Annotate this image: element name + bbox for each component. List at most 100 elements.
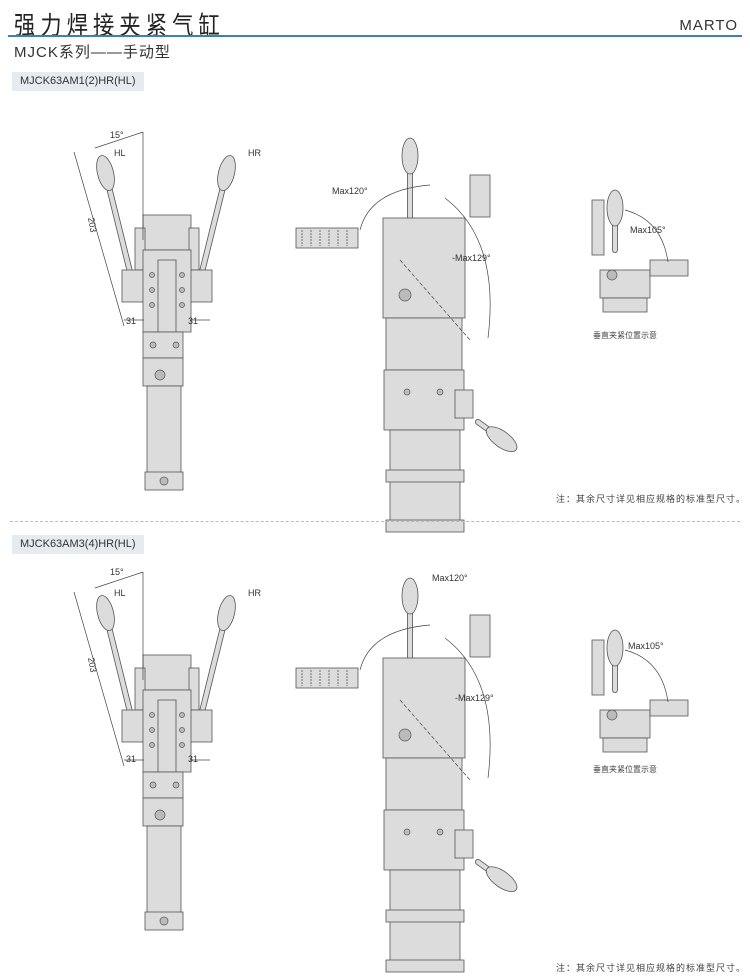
handle-hl-knob xyxy=(96,155,115,192)
bolt-icon xyxy=(149,302,155,308)
vertical-clamp-caption: 垂直夹紧位置示意 xyxy=(593,764,657,774)
tie-band-bottom xyxy=(385,519,465,533)
hr-label: HR xyxy=(248,588,261,598)
handle-grip-ghost xyxy=(469,614,491,658)
max120-arc xyxy=(359,184,431,231)
max120-arc xyxy=(359,624,431,671)
length-203-label: 203 xyxy=(86,217,98,234)
handle-vertical-small-knob xyxy=(606,629,624,667)
head-block xyxy=(142,214,192,251)
bolt-icon xyxy=(149,272,155,278)
side-lower xyxy=(383,369,465,431)
bolt-icon xyxy=(179,287,185,293)
angle-15-label: 15° xyxy=(110,130,124,140)
vertical-grip xyxy=(591,639,605,696)
bolt-icon xyxy=(149,287,155,293)
handle-horizontal xyxy=(295,227,359,249)
vertical-grip xyxy=(591,199,605,256)
hr-mount xyxy=(189,269,213,303)
handle-hl-knob xyxy=(96,595,115,632)
model-label-2: MJCK63AM3(4)HR(HL) xyxy=(12,535,144,554)
bolt-icon xyxy=(149,781,157,789)
handle-vertical-knob xyxy=(401,577,419,615)
hl-label: HL xyxy=(114,148,126,158)
head-block xyxy=(142,654,192,691)
tie-band-top xyxy=(385,469,465,483)
pivot-icon xyxy=(398,288,412,302)
hr-label: HR xyxy=(248,148,261,158)
handle-horizontal xyxy=(295,667,359,689)
bolt-icon xyxy=(179,742,185,748)
bolt-icon xyxy=(403,828,411,836)
header-rule xyxy=(8,35,742,37)
model-label-1: MJCK63AM1(2)HR(HL) xyxy=(12,72,144,91)
max105-arc xyxy=(624,209,669,263)
max105-label: Max105° xyxy=(628,641,664,651)
hl-mount xyxy=(121,709,145,743)
port-icon xyxy=(154,369,166,381)
max129-label: -Max129° xyxy=(452,253,491,263)
dim-31-right: 31 xyxy=(188,754,198,764)
side-lower xyxy=(383,809,465,871)
handle-vertical-small-knob xyxy=(606,189,624,227)
angle-leader xyxy=(94,571,144,589)
hl-label: HL xyxy=(114,588,126,598)
dim-203-line xyxy=(73,591,125,767)
bolt-icon xyxy=(179,712,185,718)
side-mid xyxy=(385,317,463,371)
side-hr-mount xyxy=(454,389,474,419)
section-separator xyxy=(10,521,740,522)
cylinder-tube xyxy=(146,825,182,922)
dim-31-left: 31 xyxy=(126,316,136,326)
clamp-arm xyxy=(157,699,177,773)
port-icon xyxy=(159,476,169,486)
bolt-icon xyxy=(172,341,180,349)
handle-vertical-knob xyxy=(401,137,419,175)
hr-mount xyxy=(189,709,213,743)
max129-label: -Max129° xyxy=(455,693,494,703)
handle-hl-shaft-fill xyxy=(103,172,133,275)
bolt-icon xyxy=(179,302,185,308)
clamp-arm xyxy=(157,259,177,333)
handle-grip-ghost xyxy=(469,174,491,218)
vertical-base xyxy=(602,297,648,313)
side-head xyxy=(382,217,466,319)
series-subtitle: MJCK系列——手动型 xyxy=(14,44,171,61)
port-icon xyxy=(154,809,166,821)
handle-hl-shaft-fill xyxy=(103,612,133,715)
max105-arc xyxy=(624,649,669,703)
bolt-icon xyxy=(149,712,155,718)
dim-31-left: 31 xyxy=(126,754,136,764)
pivot-icon xyxy=(606,709,618,721)
length-203-label: 203 xyxy=(86,657,98,674)
bolt-icon xyxy=(179,727,185,733)
pivot-icon xyxy=(398,728,412,742)
vertical-clamp-caption: 垂直夹紧位置示意 xyxy=(593,330,657,340)
note-2: 注：其余尺寸详见相应规格的标准型尺寸。 xyxy=(556,964,747,974)
tie-band-bottom xyxy=(385,959,465,973)
angle-leader xyxy=(94,131,144,149)
bolt-icon xyxy=(436,828,444,836)
side-mid xyxy=(385,757,463,811)
handle-hr-shaft-fill xyxy=(199,612,229,715)
handle-hr-knob xyxy=(217,155,236,192)
bolt-icon xyxy=(172,781,180,789)
max105-label: Max105° xyxy=(630,225,666,235)
side-hr-mount xyxy=(454,829,474,859)
max129-arc xyxy=(444,197,491,339)
bolt-icon xyxy=(149,727,155,733)
bolt-icon xyxy=(436,388,444,396)
tie-band-top xyxy=(385,909,465,923)
max120-label: Max120° xyxy=(332,186,368,196)
horizontal-grip-ghost xyxy=(649,699,689,717)
horizontal-grip-ghost xyxy=(649,259,689,277)
handle-hr-shaft-fill xyxy=(199,172,229,275)
max129-arc xyxy=(444,637,491,779)
dim-203-line xyxy=(73,151,125,327)
drawing-section-1: 15° HL HR 203 31 31 Max120° -Max129° Max… xyxy=(73,130,689,533)
handle-hr-knob xyxy=(217,595,236,632)
bolt-icon xyxy=(149,341,157,349)
handle-hr-side-knob xyxy=(485,426,518,452)
vertical-base xyxy=(602,737,648,753)
side-head xyxy=(382,657,466,759)
